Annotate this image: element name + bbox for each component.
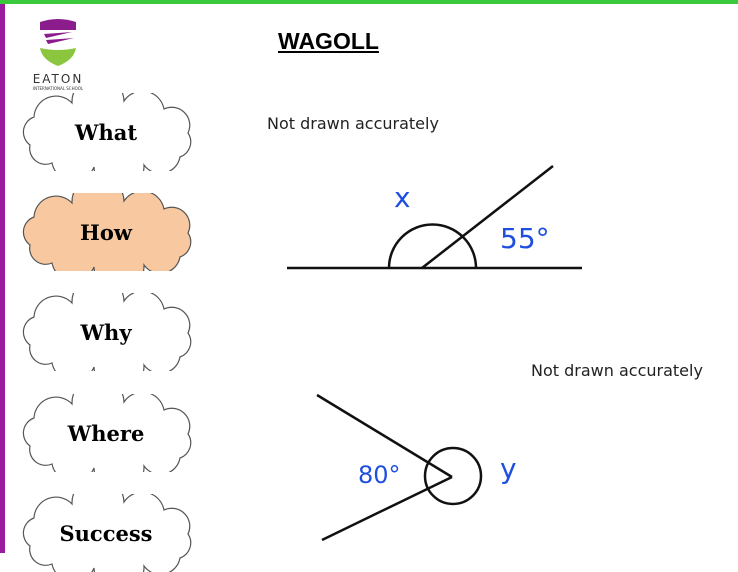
diagram2 <box>316 393 483 542</box>
label-x: x <box>394 181 411 214</box>
angle-arc <box>387 223 478 269</box>
label-80: 80° <box>358 461 401 489</box>
cloud-where[interactable]: Where <box>12 394 200 472</box>
note-diagram1: Not drawn accurately <box>267 114 439 133</box>
cloud-how[interactable]: How <box>12 193 200 271</box>
cloud-label: Where <box>67 420 145 446</box>
cloud-icon <box>22 394 192 472</box>
cloud-icon <box>22 193 192 271</box>
cloud-why[interactable]: Why <box>12 293 200 371</box>
ray-lower <box>321 475 453 542</box>
cloud-label: Success <box>59 520 153 546</box>
ray-line <box>421 165 554 269</box>
cloud-what[interactable]: What <box>12 93 200 171</box>
cloud-label: Why <box>80 319 132 345</box>
shield-icon <box>40 19 76 66</box>
diagram1 <box>287 165 582 270</box>
cloud-label: What <box>74 119 138 145</box>
cloud-label: How <box>80 219 132 245</box>
logo-subtitle: INTERNATIONAL SCHOOL <box>32 86 84 91</box>
top-bar <box>0 0 738 4</box>
label-55: 55° <box>500 222 550 255</box>
school-logo: EATON INTERNATIONAL SCHOOL <box>28 16 88 91</box>
cloud-icon <box>22 293 192 371</box>
ray-upper <box>316 393 453 479</box>
left-bar <box>0 4 5 553</box>
page-title: WAGOLL <box>278 28 379 54</box>
note-diagram2: Not drawn accurately <box>531 361 703 380</box>
cloud-icon <box>22 93 192 171</box>
angle-circle <box>423 446 483 506</box>
logo-name: EATON <box>32 72 84 86</box>
label-y: y <box>500 452 517 485</box>
angle-diagrams <box>287 165 582 542</box>
